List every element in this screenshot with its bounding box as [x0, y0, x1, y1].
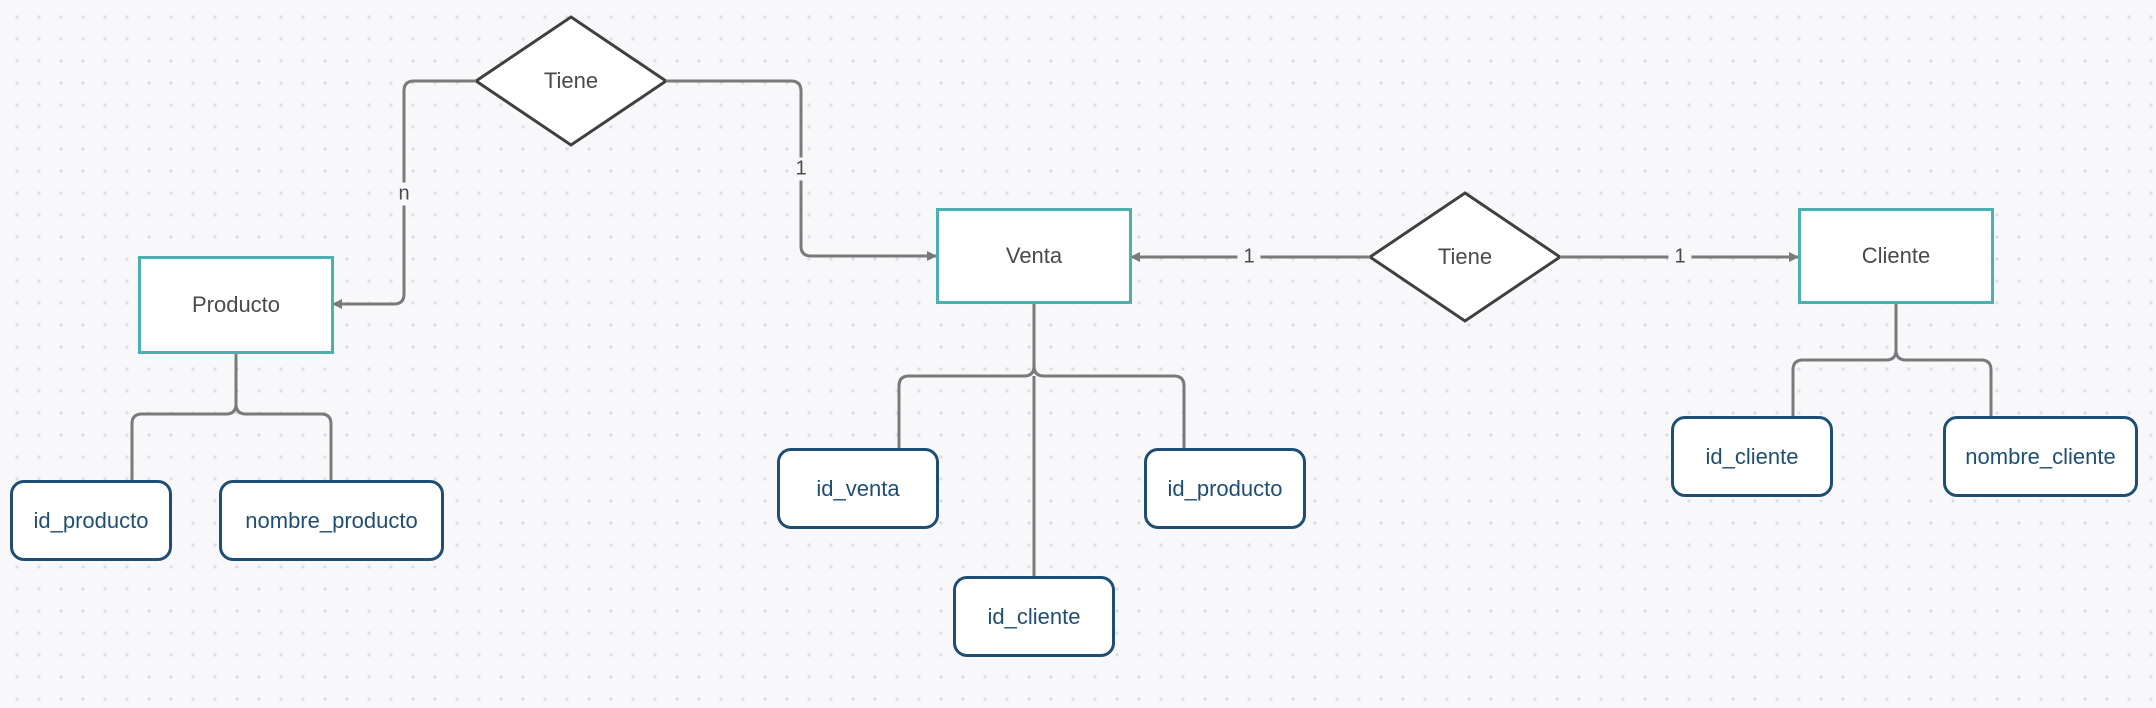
entity-cliente-label: Cliente: [1861, 243, 1931, 268]
relationship-diamond-producto-venta[interactable]: [473, 15, 669, 147]
cardinality-label-cliente: 1: [1668, 245, 1692, 269]
attribute-label: id_cliente: [1705, 443, 1799, 469]
attribute-nombre-cliente[interactable]: nombre_cliente: [1943, 416, 2138, 497]
attribute-id-cliente[interactable]: id_cliente: [1671, 416, 1833, 497]
attribute-nombre-producto[interactable]: nombre_producto: [219, 480, 444, 561]
entity-venta[interactable]: Venta: [936, 208, 1132, 304]
attribute-id-producto[interactable]: id_producto: [10, 480, 172, 561]
cardinality-label-producto: n: [392, 182, 416, 206]
attribute-id-cliente-venta[interactable]: id_cliente: [953, 576, 1115, 657]
entity-venta-label: Venta: [1005, 243, 1063, 268]
attribute-label: id_producto: [33, 507, 149, 533]
relationship-label-producto-venta: Tiene: [543, 68, 599, 93]
attribute-label: id_venta: [816, 475, 900, 501]
relationship-label-venta-cliente: Tiene: [1437, 244, 1493, 269]
entity-producto-label: Producto: [191, 292, 281, 317]
cardinality-label-venta-top: 1: [789, 157, 813, 181]
relationship-diamond-venta-cliente[interactable]: [1367, 191, 1563, 323]
entity-producto[interactable]: Producto: [138, 256, 334, 354]
attribute-id-producto-venta[interactable]: id_producto: [1144, 448, 1306, 529]
connector-cliente-attributes: [1791, 304, 1993, 416]
cardinality-label-venta-middle: 1: [1237, 245, 1261, 269]
connector-producto-attributes: [130, 354, 333, 480]
attribute-label: id_producto: [1167, 475, 1283, 501]
entity-cliente[interactable]: Cliente: [1798, 208, 1994, 304]
attribute-label: nombre_producto: [245, 507, 418, 533]
attribute-label: nombre_cliente: [1965, 443, 2116, 469]
attribute-label: id_cliente: [987, 603, 1081, 629]
connector-venta-attributes: [897, 304, 1186, 576]
attribute-id-venta[interactable]: id_venta: [777, 448, 939, 529]
